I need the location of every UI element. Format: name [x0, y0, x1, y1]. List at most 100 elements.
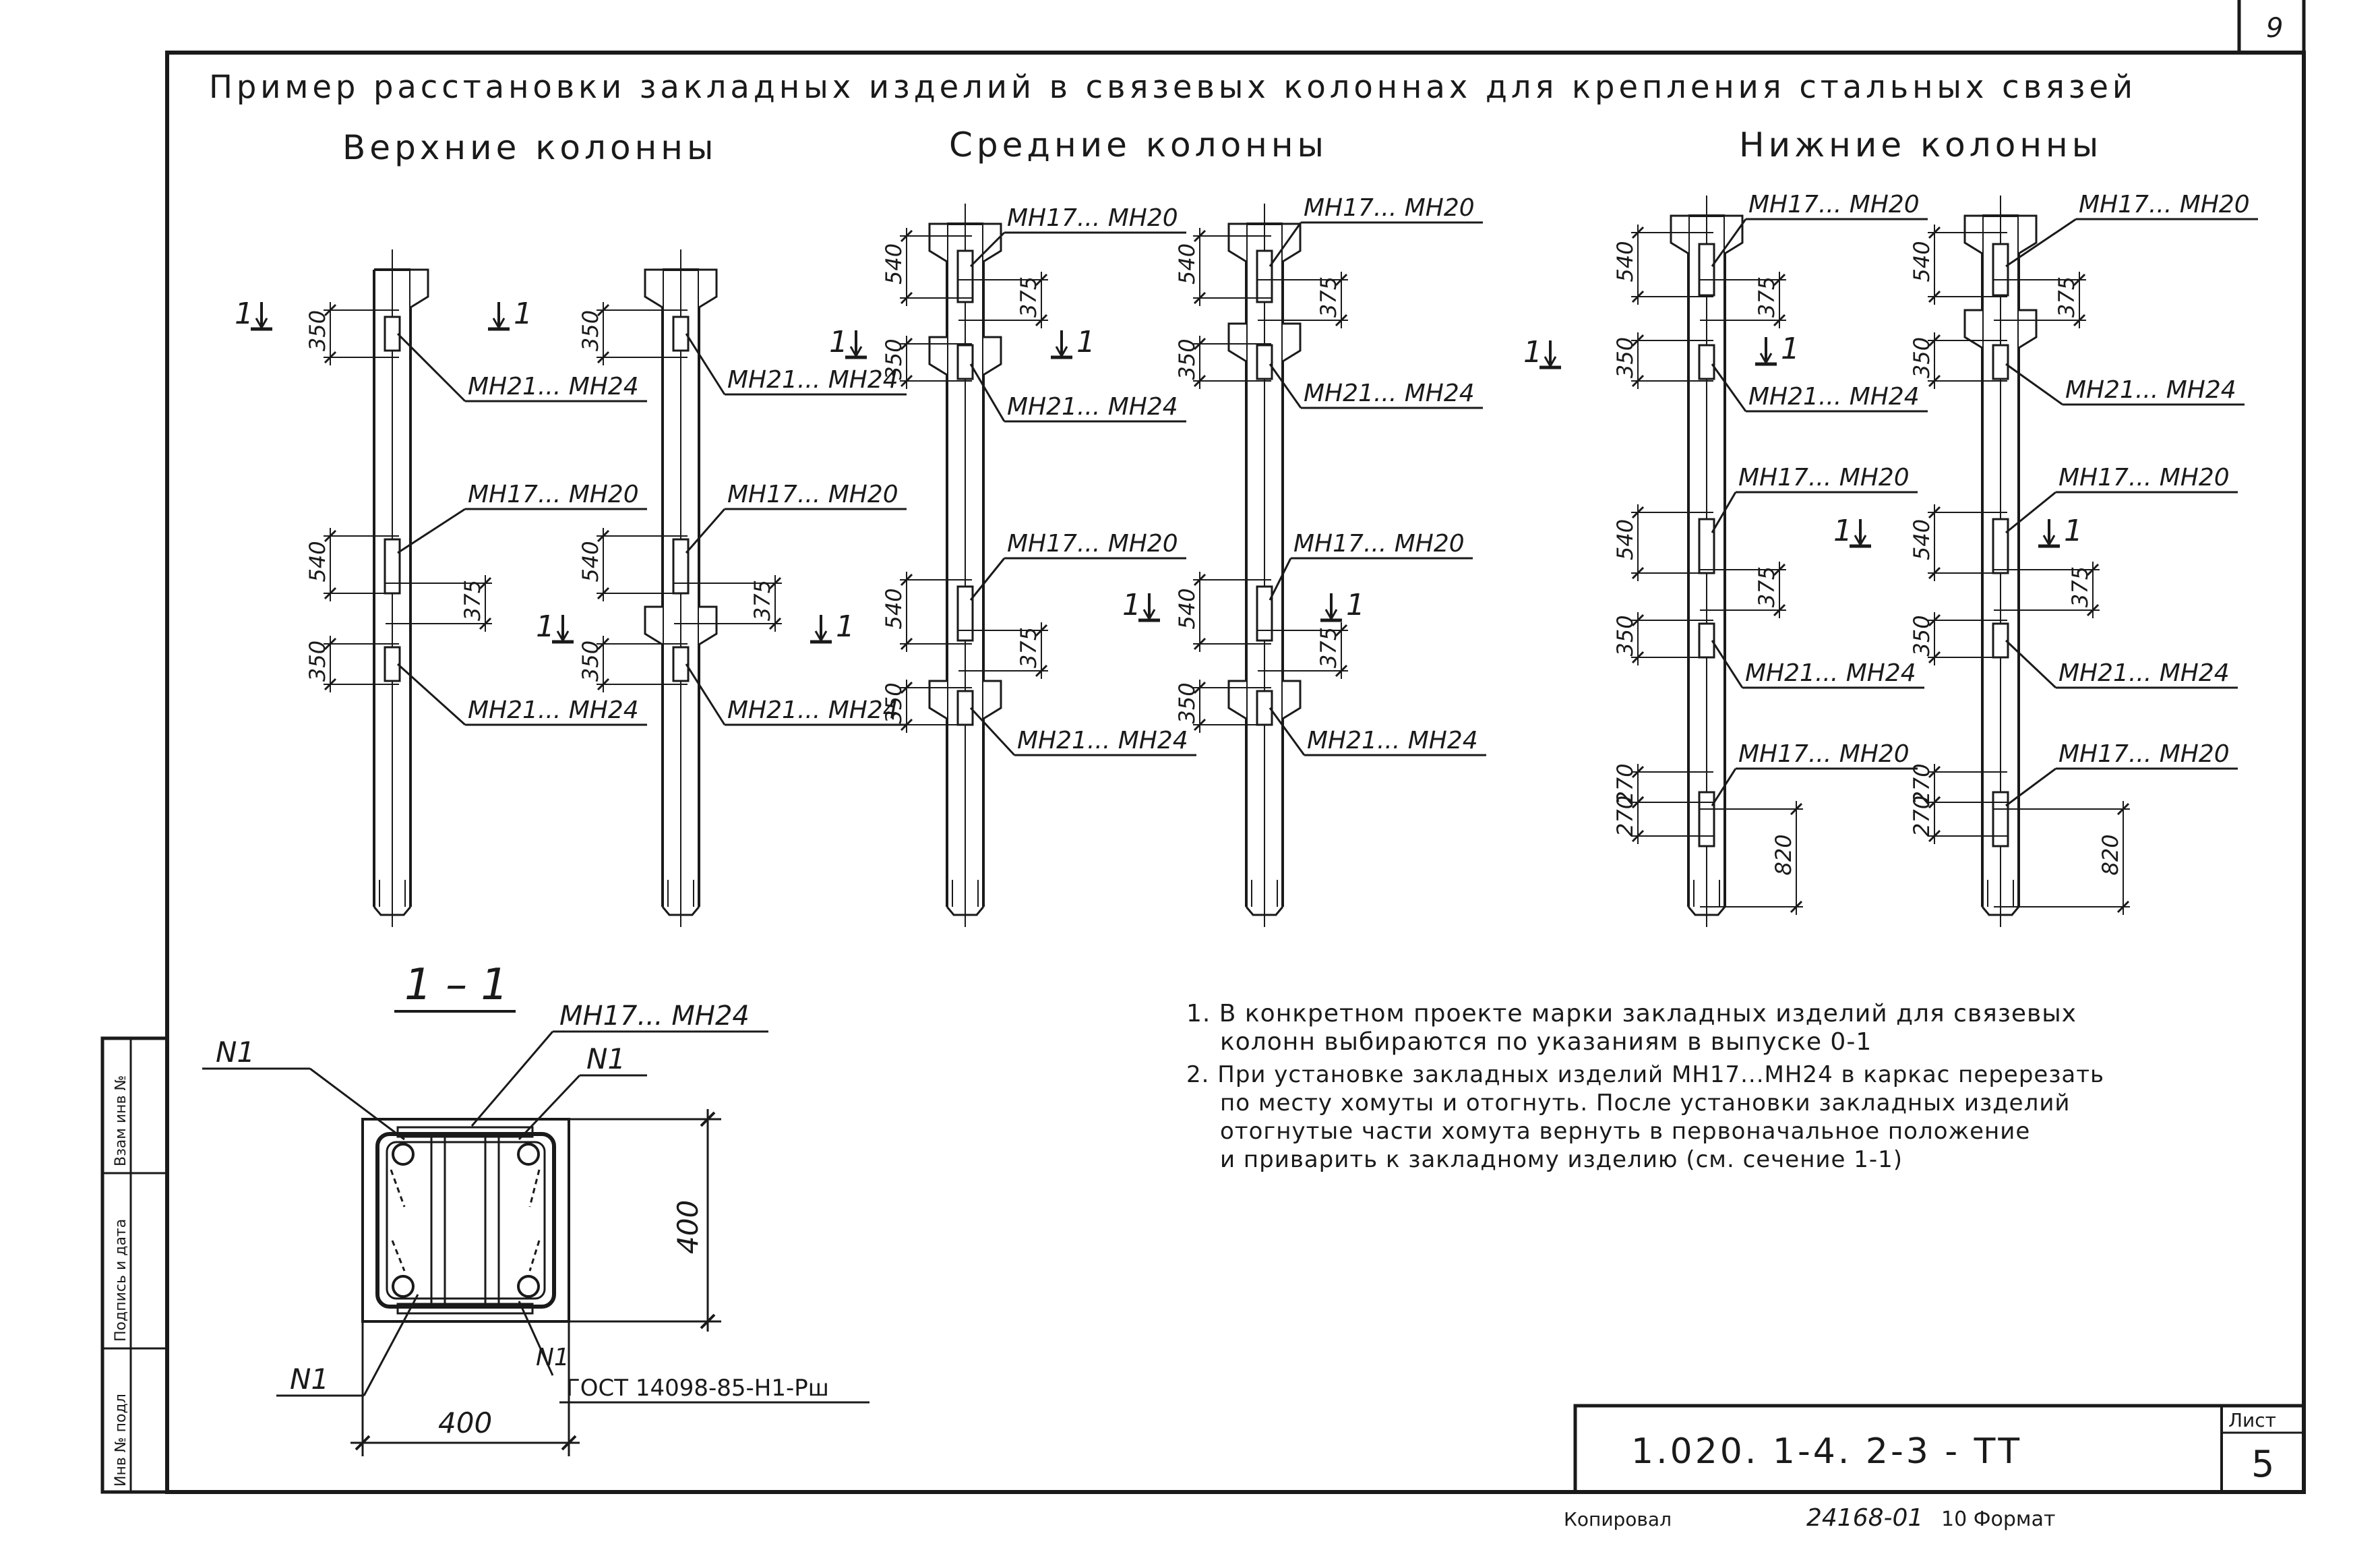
note-2-line-4: и приварить к закладному изделию (см. се…	[1220, 1146, 1903, 1173]
lower-column-1-leader-4	[1711, 768, 1737, 806]
lower-column-2-dim-tick-bot-0	[1928, 290, 1941, 303]
upper-column-2-dim-value-2: 350	[578, 640, 603, 682]
upper-column-1-dim-tick-top-1	[324, 529, 337, 543]
lower-column-2-corbel-2	[1963, 309, 1983, 349]
height-dim-value: 400	[671, 1200, 704, 1254]
middle-column-1-cut-arrow-0	[849, 346, 863, 359]
lower-column-2-dim-tick-bot-5	[1928, 829, 1941, 843]
n1-leader-top-left-2	[309, 1067, 405, 1141]
middle-column-1-plate-2	[956, 585, 974, 642]
upper-column-2-dim-tick-bot-0	[597, 351, 610, 364]
upper-column-2-dim-tick-bot-1	[597, 587, 610, 600]
lower-column-2-dim-value-1: 350	[1909, 337, 1934, 378]
middle-column-2-dim-value-3: 350	[1174, 682, 1200, 723]
lower-column-2-dim-value-2: 540	[1909, 519, 1934, 560]
lower-column-2-dim-tick-top-1	[1928, 334, 1941, 347]
upper-column-2-dim-tick-top-1	[597, 529, 610, 543]
upper-column-2-dim-tick-bot-2	[597, 678, 610, 691]
upper-column-1-corbel-0	[410, 268, 429, 309]
middle-column-1-cut-arrow-1	[1055, 346, 1068, 359]
lower-column-1-dim-value-0: 540	[1612, 241, 1638, 282]
lower-column-2-corbel-0	[1963, 214, 1983, 255]
marks-leader	[470, 1031, 554, 1127]
middle-column-2-cut-arrow-0	[1142, 609, 1156, 622]
lower-column-2-leader-3	[2005, 639, 2057, 689]
upper-column-2-dim-value-1: 540	[578, 541, 603, 582]
middle-column-1-dim-value-3: 350	[881, 682, 907, 723]
middle-column-2-dim-value-4: 375	[1316, 276, 1341, 318]
middle-column-2-dim-value-0: 540	[1174, 243, 1200, 285]
section-1-1: 1 – 1 МН17... МН24 N1 N1 N1 N1 ГОСТ 140	[202, 960, 869, 1456]
middle-column-2-leader-0	[1269, 222, 1302, 267]
note-2-line-3: отогнутые части хомута вернуть в первона…	[1220, 1118, 2030, 1145]
upper-column-2-leader-2	[685, 663, 726, 725]
lower-column-1-bottom-joint	[1687, 906, 1726, 916]
middle-column-2-plate-3	[1256, 690, 1273, 726]
section-mark: 1 – 1	[404, 960, 508, 1010]
lower-column-2-dim-tick-bot-7	[2086, 603, 2100, 617]
upper-column-1-cut-label-0: 1	[235, 297, 253, 331]
lower-column-1-mark-label-4: МН17... МН20	[1738, 740, 1910, 768]
gost-label: ГОСТ 14098-85-Н1-Рш	[566, 1375, 829, 1402]
upper-column-2-plate-0	[672, 316, 690, 352]
lower-column-1-leader-1	[1711, 363, 1747, 412]
lower-column-1-dim-tick-bot-6	[1773, 314, 1786, 327]
lower-column-2-dim-tick-top-2	[1928, 506, 1941, 519]
sheet-border	[165, 51, 2306, 1494]
upper-column-2-mark-label-0: МН21... МН24	[727, 366, 898, 394]
lower-column-1-leader-2	[1711, 491, 1737, 533]
lower-column-2-plate-2	[1992, 518, 2009, 574]
lower-column-2-plate-4	[1992, 791, 2009, 847]
lower-column-1-cut-arrow-1	[1759, 353, 1773, 365]
rebar-bottom-left	[392, 1275, 415, 1298]
drawing-title: Пример расстановки закладных изделий в с…	[209, 69, 2137, 106]
lower-column-1-dim-tick-bot-7	[1773, 603, 1786, 617]
upper-column-1-dim-tick-top-3	[479, 576, 492, 590]
middle-column-1-bottom-joint	[946, 906, 985, 916]
vzam-inv-label: Взам инв №	[113, 1075, 129, 1166]
bent-stirrup-1	[390, 1169, 406, 1208]
lower-column-2-mark-label-1: МН21... МН24	[2065, 376, 2236, 404]
middle-column-1-leader-0	[969, 231, 1006, 268]
note-2-line-2: по месту хомуты и отогнуть. После устано…	[1220, 1090, 2071, 1116]
upper-column-2-plate-2	[672, 646, 690, 682]
lower-column-1-mark-label-3: МН21... МН24	[1745, 659, 1916, 687]
lower-column-2-dim-tick-top-3	[1928, 614, 1941, 627]
middle-column-2-dim-tick-top-2	[1193, 573, 1207, 587]
middle-column-2-dim-tick-top-5	[1335, 624, 1348, 637]
middle-column-1-dim-value-5: 375	[1016, 627, 1041, 668]
middle-column-2-dim-tick-top-0	[1193, 229, 1207, 243]
lower-column-2-mark-label-2: МН17... МН20	[2058, 464, 2230, 491]
upper-column-1-mark-label-0: МН21... МН24	[468, 373, 639, 400]
lower-column-1-plate-4	[1698, 791, 1715, 847]
n1-leader-top-right-2	[518, 1074, 581, 1141]
stirrup-outer	[375, 1132, 556, 1309]
lower-column-1-dim-value-1: 350	[1612, 337, 1638, 378]
lower-column-1-dim-tick-top-4	[1631, 765, 1645, 779]
middle-column-2-leader-3	[1269, 707, 1306, 756]
upper-column-2-corbel-1	[698, 268, 718, 309]
upper-column-1-leader-0	[396, 332, 466, 403]
lower-column-2-dim-value-6: 375	[2054, 276, 2079, 318]
upper-column-1-dim-tick-bot-2	[324, 678, 337, 691]
middle-column-1-leader-2	[969, 558, 1006, 601]
lower-column-2-leader-4	[2005, 767, 2056, 807]
upper-column-2-corbel-2	[644, 605, 663, 646]
lower-column-1-plate-0	[1698, 243, 1715, 297]
middle-column-1-dim-tick-bot-5	[1035, 664, 1048, 678]
middle-column-2-mark-label-3: МН21... МН24	[1307, 727, 1478, 754]
middle-column-2-corbel-4	[1227, 680, 1247, 720]
page-number: 9	[2266, 13, 2283, 44]
upper-column-1-dim-tick-top-0	[324, 303, 337, 317]
upper-column-1-dim-value-0: 350	[305, 310, 330, 351]
upper-column-2-cut-label-0: 1	[536, 609, 555, 644]
upper-column-1-cut-label-1: 1	[514, 297, 532, 331]
lower-column-1-dim-tick-bot-5	[1631, 829, 1645, 843]
lower-column-2-mark-label-3: МН21... МН24	[2058, 659, 2230, 687]
middle-column-2-dim-tick-bot-5	[1335, 664, 1348, 678]
middle-column-2-dim-tick-top-4	[1335, 273, 1348, 287]
lower-column-2-mark-label-4: МН17... МН20	[2058, 740, 2230, 768]
upper-column-1-dim-tick-bot-1	[324, 587, 337, 600]
